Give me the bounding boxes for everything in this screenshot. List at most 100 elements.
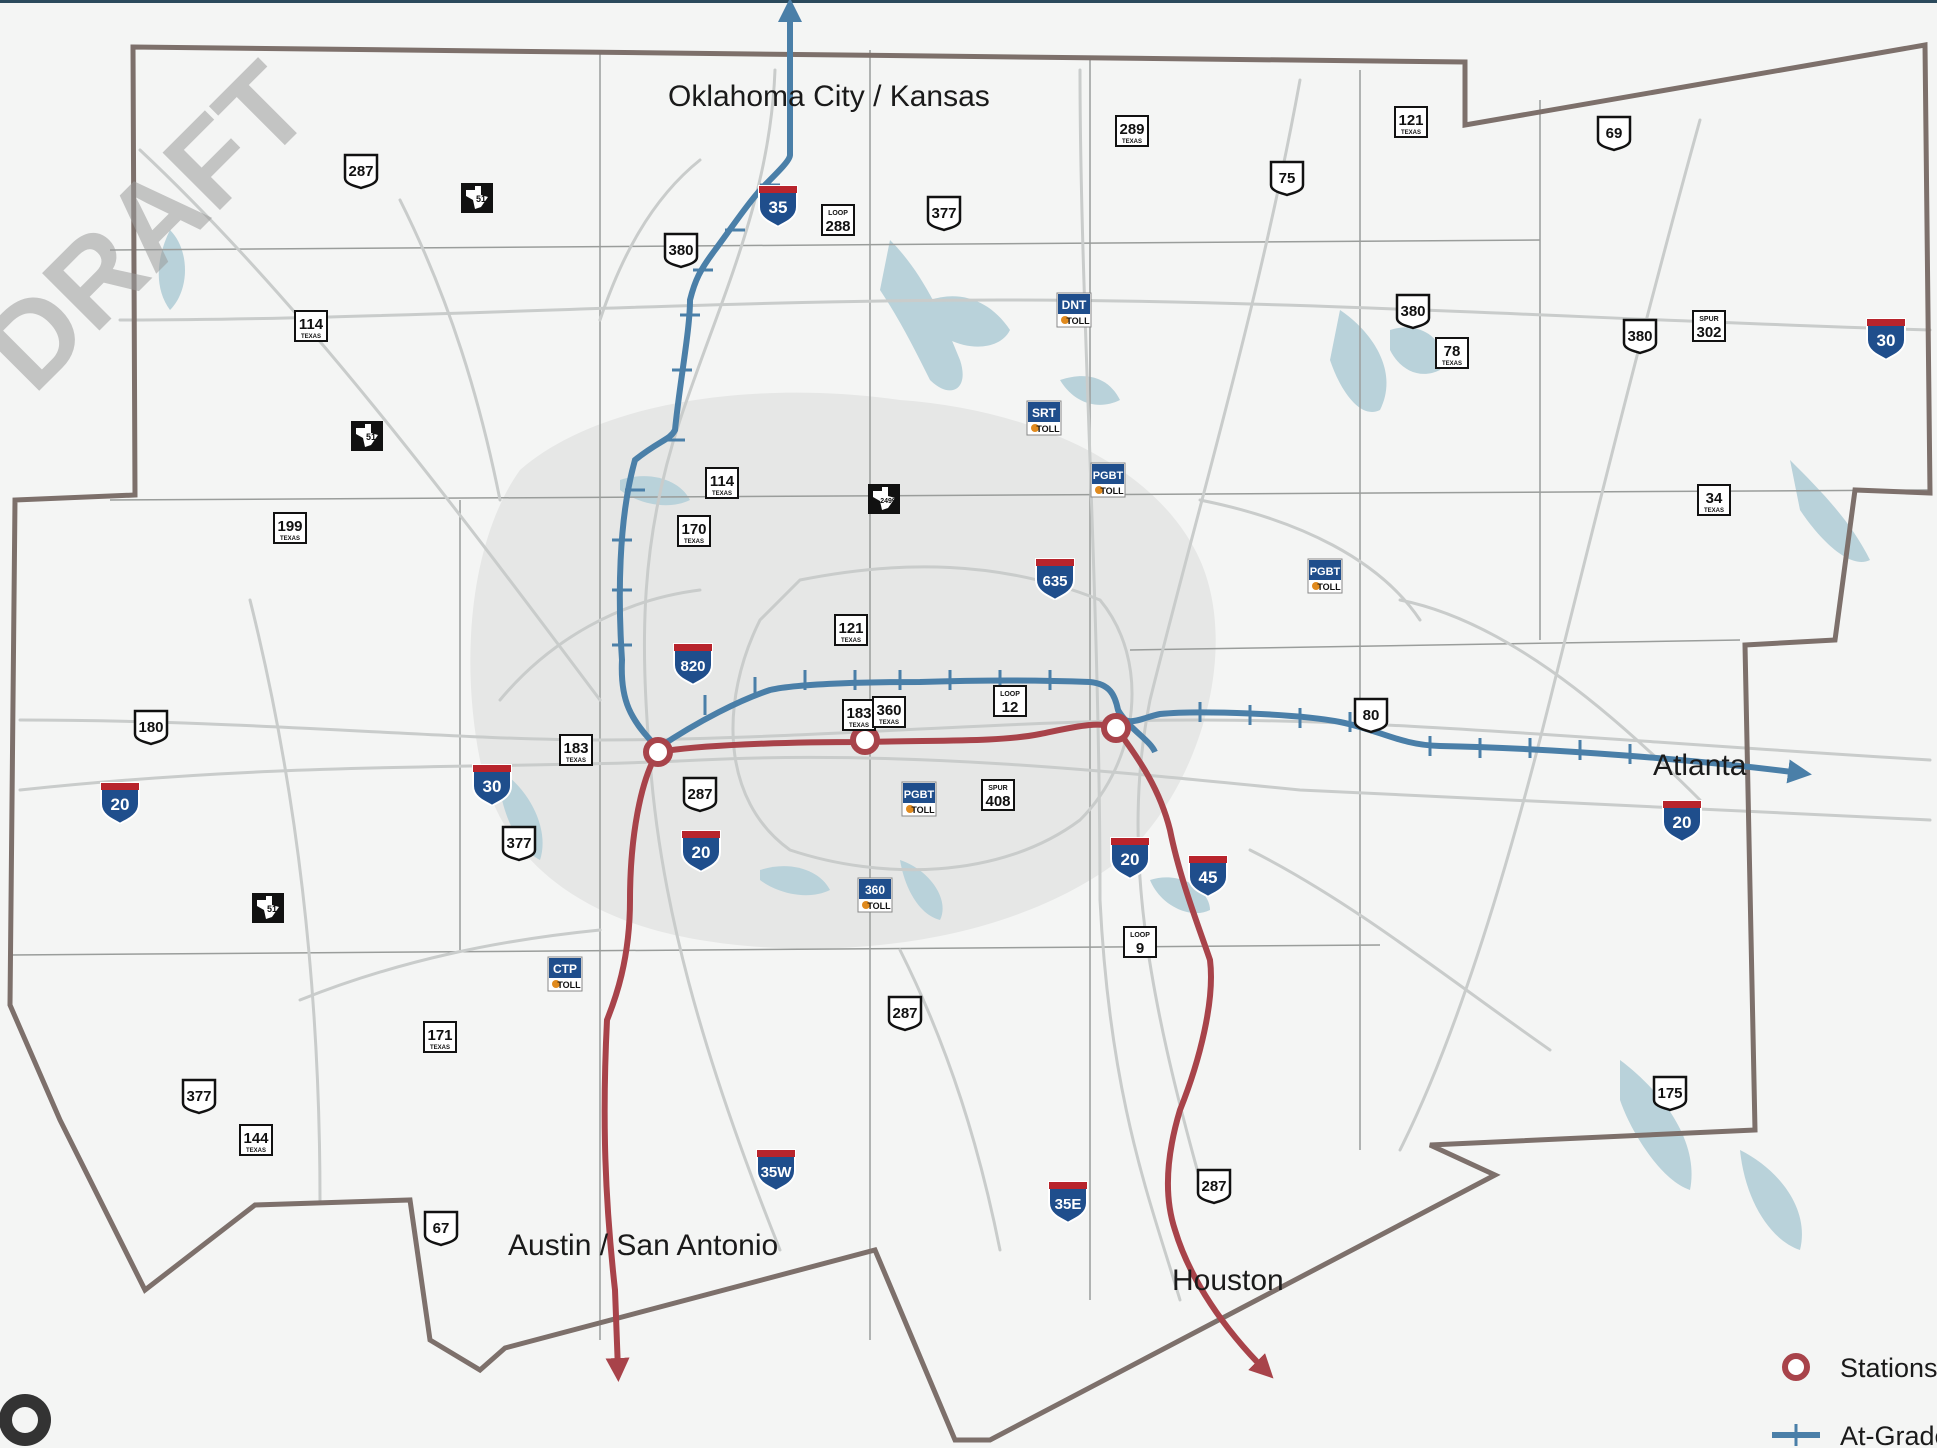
red-rail-line bbox=[601, 721, 1274, 1382]
us-route-shield-icon: 67 bbox=[423, 1210, 459, 1247]
svg-text:20: 20 bbox=[1121, 850, 1140, 869]
svg-text:183: 183 bbox=[563, 740, 588, 757]
label-austin-san-antonio: Austin / San Antonio bbox=[508, 1229, 778, 1262]
svg-text:180: 180 bbox=[138, 719, 163, 736]
interstate-shield-icon: 20 bbox=[1662, 800, 1702, 843]
us-route-shield-icon: 377 bbox=[501, 825, 537, 862]
us-route-shield-icon: 380 bbox=[1622, 318, 1658, 355]
road-network bbox=[18, 68, 1932, 1302]
us-route-shield-icon: 287 bbox=[1196, 1168, 1232, 1205]
svg-text:LOOP: LOOP bbox=[828, 210, 848, 217]
svg-text:287: 287 bbox=[1201, 1178, 1226, 1195]
svg-text:12: 12 bbox=[1002, 699, 1019, 716]
svg-text:75: 75 bbox=[1279, 170, 1296, 187]
svg-text:TEXAS: TEXAS bbox=[301, 334, 321, 340]
svg-text:DNT: DNT bbox=[1062, 298, 1087, 312]
legend-station-icon bbox=[1782, 1353, 1810, 1381]
blue-line-north bbox=[616, 0, 802, 751]
interstate-shield-icon: 20 bbox=[100, 782, 140, 825]
svg-text:287: 287 bbox=[892, 1005, 917, 1022]
svg-text:78: 78 bbox=[1444, 343, 1461, 360]
svg-text:TOLL: TOLL bbox=[1036, 424, 1060, 434]
toll-road-shield-icon: CTP TOLL bbox=[547, 956, 583, 992]
svg-text:SRT: SRT bbox=[1032, 406, 1057, 420]
svg-text:51: 51 bbox=[476, 194, 486, 204]
svg-text:TOLL: TOLL bbox=[557, 980, 581, 990]
svg-text:TEXAS: TEXAS bbox=[1704, 508, 1724, 514]
svg-text:820: 820 bbox=[680, 658, 705, 675]
interstate-shield-icon: 35W bbox=[756, 1149, 796, 1192]
svg-text:TEXAS: TEXAS bbox=[1442, 361, 1462, 367]
svg-text:34: 34 bbox=[1706, 490, 1723, 507]
svg-text:121: 121 bbox=[1398, 112, 1423, 129]
svg-text:144: 144 bbox=[243, 1130, 269, 1147]
svg-text:9: 9 bbox=[1136, 940, 1144, 957]
svg-text:SPUR: SPUR bbox=[988, 785, 1007, 792]
us-route-shield-icon: 377 bbox=[181, 1078, 217, 1115]
svg-text:408: 408 bbox=[985, 793, 1010, 810]
label-atlanta: Atlanta bbox=[1653, 749, 1747, 782]
interstate-shield-icon: 30 bbox=[1866, 318, 1906, 361]
svg-text:175: 175 bbox=[1657, 1085, 1682, 1102]
us-route-shield-icon: 287 bbox=[887, 995, 923, 1032]
toll-road-shield-icon: PGBT TOLL bbox=[1090, 462, 1126, 498]
svg-text:287: 287 bbox=[687, 786, 712, 803]
at-grade-ticks bbox=[612, 183, 1632, 764]
svg-text:SPUR: SPUR bbox=[1699, 316, 1718, 323]
svg-text:2499: 2499 bbox=[880, 498, 896, 505]
svg-text:114: 114 bbox=[299, 316, 324, 333]
svg-text:LOOP: LOOP bbox=[1000, 691, 1020, 698]
us-route-shield-icon: 287 bbox=[682, 776, 718, 813]
svg-text:TEXAS: TEXAS bbox=[1401, 130, 1421, 136]
svg-text:45: 45 bbox=[1199, 868, 1218, 887]
us-route-shield-icon: 80 bbox=[1353, 697, 1389, 734]
legend: Stations At-Grade bbox=[1772, 1353, 1937, 1448]
svg-text:35: 35 bbox=[769, 198, 788, 217]
us-route-shield-icon: 377 bbox=[926, 195, 962, 232]
svg-text:PGBT: PGBT bbox=[1093, 470, 1124, 482]
svg-text:TOLL: TOLL bbox=[1100, 486, 1124, 496]
svg-text:TEXAS: TEXAS bbox=[280, 536, 300, 542]
svg-text:TOLL: TOLL bbox=[867, 901, 891, 911]
svg-text:LOOP: LOOP bbox=[1130, 932, 1150, 939]
svg-text:287: 287 bbox=[348, 163, 373, 180]
us-route-shield-icon: 75 bbox=[1269, 160, 1305, 197]
us-route-shield-icon: 380 bbox=[663, 232, 699, 269]
svg-text:170: 170 bbox=[681, 521, 706, 538]
us-route-shield-icon: 287 bbox=[343, 153, 379, 190]
us-route-shield-icon: 380 bbox=[1395, 293, 1431, 330]
toll-road-shield-icon: SRT TOLL bbox=[1026, 400, 1062, 436]
svg-text:CTP: CTP bbox=[553, 962, 577, 976]
svg-text:TEXAS: TEXAS bbox=[841, 638, 861, 644]
station-dallas[interactable] bbox=[1101, 713, 1131, 743]
us-route-shield-icon: 175 bbox=[1652, 1075, 1688, 1112]
svg-text:35E: 35E bbox=[1055, 1196, 1082, 1213]
red-line-southwest bbox=[601, 750, 661, 1382]
svg-text:TEXAS: TEXAS bbox=[1122, 139, 1142, 145]
farm-road-shield-icon: 51 bbox=[461, 183, 493, 213]
farm-road-shield-icon: 2499 bbox=[868, 484, 900, 514]
station-arlington[interactable] bbox=[850, 725, 880, 755]
svg-text:TEXAS: TEXAS bbox=[430, 1045, 450, 1051]
svg-text:TEXAS: TEXAS bbox=[684, 539, 704, 545]
corner-logo-icon bbox=[0, 1394, 51, 1446]
svg-text:377: 377 bbox=[931, 205, 956, 222]
svg-text:TEXAS: TEXAS bbox=[879, 720, 899, 726]
station-fort-worth[interactable] bbox=[643, 737, 673, 767]
svg-text:114: 114 bbox=[710, 473, 735, 490]
svg-text:377: 377 bbox=[186, 1088, 211, 1105]
red-line-southeast bbox=[1113, 726, 1274, 1379]
interstate-shield-icon: 820 bbox=[673, 643, 713, 686]
svg-text:171: 171 bbox=[427, 1027, 452, 1044]
